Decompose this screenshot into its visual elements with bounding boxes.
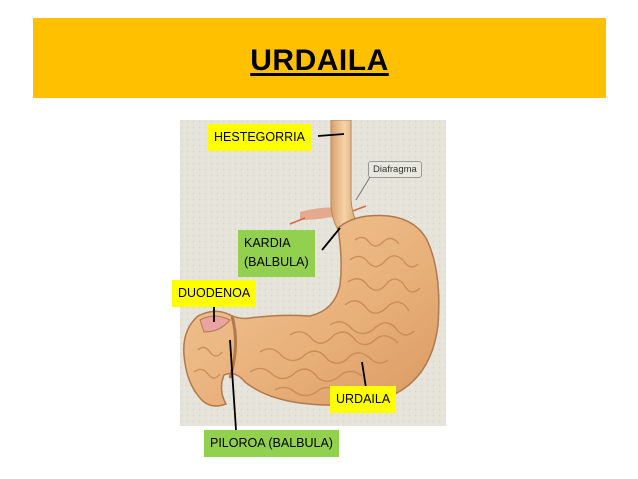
label-pylorus: PILOROA (BALBULA) [204,430,339,457]
label-cardia-line1: KARDIA [244,234,309,253]
label-esophagus: HESTEGORRIA [208,124,311,151]
page-title: URDAILA [33,44,606,78]
title-bar: URDAILA [33,18,606,98]
diaphragm-callout: Diafragma [368,161,422,178]
label-stomach: URDAILA [330,386,396,413]
label-duodenum: DUODENOA [172,280,256,307]
label-cardia: KARDIA (BALBULA) [238,230,315,277]
label-cardia-line2: (BALBULA) [244,253,309,272]
